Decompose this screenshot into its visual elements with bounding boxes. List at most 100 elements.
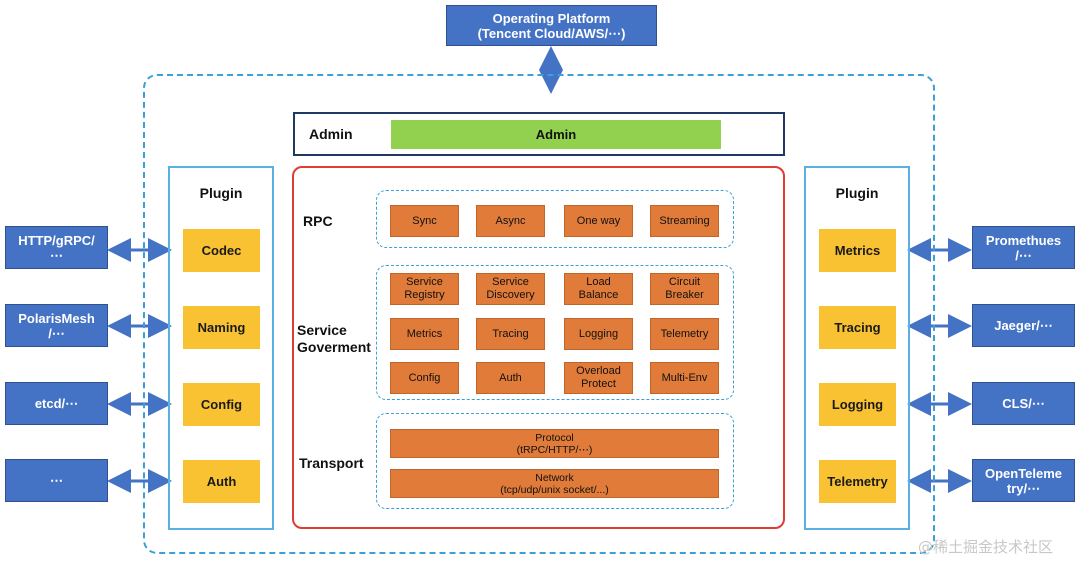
left-plugin-panel: Plugin Codec Naming Config Auth: [168, 166, 274, 530]
right-plugin-panel: Plugin Metrics Tracing Logging Telemetry: [804, 166, 910, 530]
rpc-async-label: Async: [495, 214, 526, 227]
sg-metrics: Metrics: [390, 318, 459, 350]
sg-overload-protect-line2: Protect: [581, 378, 616, 390]
sg-circuit-breaker-line2: Breaker: [665, 289, 704, 301]
external-etcd: etcd/⋯: [5, 382, 108, 425]
plugin-config-label: Config: [200, 397, 243, 412]
sg-tracing: Tracing: [476, 318, 545, 350]
sg-multi-env: Multi-Env: [650, 362, 719, 394]
rpc-group: [376, 190, 734, 248]
plugin-metrics: Metrics: [819, 229, 896, 272]
admin-bar: Admin: [391, 120, 721, 149]
framework-boundary: [143, 74, 935, 554]
external-etcd-label: etcd/⋯: [34, 396, 79, 411]
plugin-tracing-label: Tracing: [834, 320, 881, 335]
external-http-grpc: HTTP/gRPC/ ⋯: [5, 226, 108, 269]
rpc-streaming-label: Streaming: [659, 214, 710, 227]
transport-network: Network (tcp/udp/unix socket/...): [390, 469, 719, 498]
sg-multi-env-label: Multi-Env: [661, 371, 708, 384]
sg-auth-label: Auth: [499, 371, 522, 384]
transport-group: [376, 413, 734, 509]
sg-metrics-label: Metrics: [406, 327, 443, 340]
external-opentelemetry: OpenTeleme try/⋯: [972, 459, 1075, 502]
plugin-config: Config: [183, 383, 260, 426]
sg-service-registry-line1: Service: [406, 276, 443, 288]
sg-service-registry-line2: Registry: [404, 289, 445, 301]
external-opentelemetry-line1: OpenTeleme: [984, 465, 1063, 481]
plugin-naming-label: Naming: [197, 320, 246, 335]
rpc-oneway: One way: [564, 205, 633, 237]
sg-config-label: Config: [408, 371, 441, 384]
external-jaeger: Jaeger/⋯: [972, 304, 1075, 347]
admin-panel: Admin Admin: [293, 112, 785, 156]
external-http-grpc-line2: ⋯: [50, 247, 63, 263]
external-polarismesh: PolarisMesh /⋯: [5, 304, 108, 347]
external-prometheus-line2: /⋯: [1015, 247, 1032, 263]
operating-platform-subtitle: (Tencent Cloud/AWS/⋯): [477, 25, 626, 41]
external-more-left-label: ⋯: [50, 473, 63, 488]
sg-load-balance-line2: Balance: [578, 289, 619, 301]
external-cls: CLS/⋯: [972, 382, 1075, 425]
plugin-auth-label: Auth: [206, 474, 237, 489]
transport-network-line1: Network: [535, 471, 574, 484]
rpc-label: RPC: [303, 213, 333, 229]
sg-circuit-breaker-line1: Circuit: [668, 276, 701, 288]
sg-service-discovery-line2: Discovery: [486, 289, 535, 301]
transport-label: Transport: [299, 455, 364, 471]
service-governance-label: Service Goverment: [297, 322, 371, 356]
sg-overload-protect: Overload Protect: [564, 362, 633, 394]
sg-load-balance: Load Balance: [564, 273, 633, 305]
external-opentelemetry-line2: try/⋯: [1006, 480, 1041, 496]
transport-network-line2: (tcp/udp/unix socket/...): [500, 483, 609, 496]
left-plugin-title: Plugin: [199, 185, 243, 201]
rpc-sync: Sync: [390, 205, 459, 237]
admin-bar-label: Admin: [535, 127, 577, 142]
plugin-metrics-label: Metrics: [834, 243, 881, 258]
transport-protocol-line2: (tRPC/HTTP/⋯): [516, 443, 593, 456]
sg-config: Config: [390, 362, 459, 394]
service-governance-label-line2: Goverment: [297, 339, 371, 355]
sg-telemetry-label: Telemetry: [660, 327, 709, 340]
plugin-auth: Auth: [183, 460, 260, 503]
plugin-codec-label: Codec: [201, 243, 242, 258]
sg-tracing-label: Tracing: [492, 327, 529, 340]
rpc-oneway-label: One way: [576, 214, 621, 227]
external-cls-label: CLS/⋯: [1002, 396, 1045, 411]
sg-logging: Logging: [564, 318, 633, 350]
plugin-logging-label: Logging: [831, 397, 884, 412]
rpc-sync-label: Sync: [412, 214, 437, 227]
sg-telemetry: Telemetry: [650, 318, 719, 350]
plugin-tracing: Tracing: [819, 306, 896, 349]
external-more-left: ⋯: [5, 459, 108, 502]
plugin-telemetry: Telemetry: [819, 460, 896, 503]
external-prometheus-line1: Promethues: [985, 232, 1062, 248]
external-polarismesh-line2: /⋯: [48, 325, 65, 341]
right-plugin-title: Plugin: [835, 185, 879, 201]
transport-protocol-line1: Protocol: [535, 431, 574, 444]
external-polarismesh-line1: PolarisMesh: [18, 310, 95, 326]
sg-logging-label: Logging: [578, 327, 619, 340]
sg-service-discovery-line1: Service: [492, 276, 529, 288]
plugin-codec: Codec: [183, 229, 260, 272]
transport-protocol: Protocol (tRPC/HTTP/⋯): [390, 429, 719, 458]
service-governance-label-line1: Service: [297, 322, 347, 338]
sg-circuit-breaker: Circuit Breaker: [650, 273, 719, 305]
external-prometheus: Promethues /⋯: [972, 226, 1075, 269]
plugin-naming: Naming: [183, 306, 260, 349]
operating-platform-title: Operating Platform: [492, 10, 611, 26]
plugin-telemetry-label: Telemetry: [827, 474, 888, 489]
sg-service-registry: Service Registry: [390, 273, 459, 305]
rpc-async: Async: [476, 205, 545, 237]
sg-auth: Auth: [476, 362, 545, 394]
sg-load-balance-line1: Load: [586, 276, 611, 288]
rpc-streaming: Streaming: [650, 205, 719, 237]
plugin-logging: Logging: [819, 383, 896, 426]
external-http-grpc-line1: HTTP/gRPC/: [18, 232, 95, 248]
sg-service-discovery: Service Discovery: [476, 273, 545, 305]
watermark: @稀土掘金技术社区: [918, 538, 1054, 556]
service-governance-group: [376, 265, 734, 400]
admin-label: Admin: [309, 126, 353, 142]
external-jaeger-label: Jaeger/⋯: [994, 318, 1053, 333]
operating-platform-box: Operating Platform (Tencent Cloud/AWS/⋯): [446, 5, 657, 46]
